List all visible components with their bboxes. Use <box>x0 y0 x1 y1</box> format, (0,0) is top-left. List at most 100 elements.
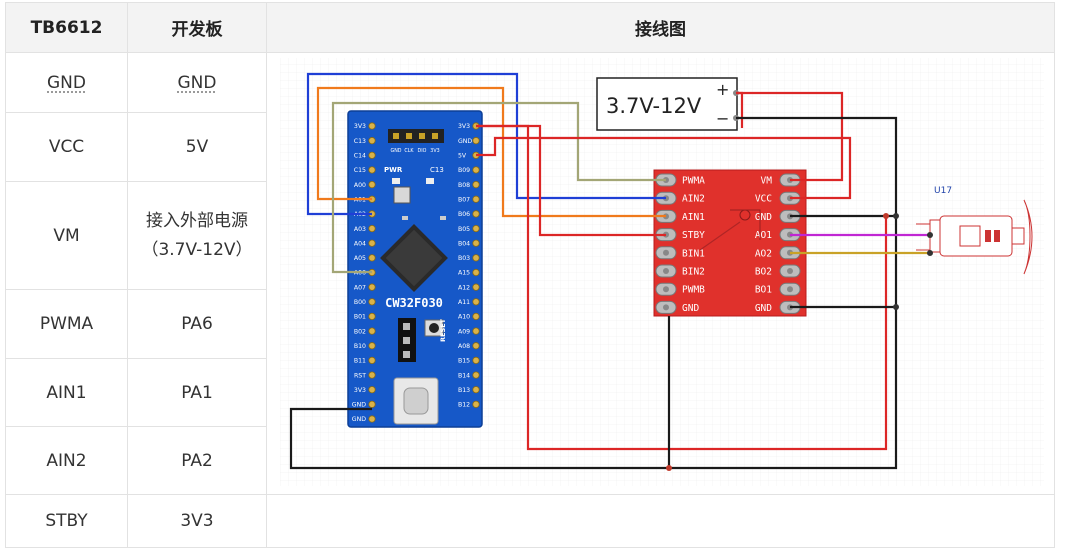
board-pin-label: A07 <box>354 284 366 291</box>
board-pin-right <box>472 386 480 394</box>
board-pin: GND <box>177 72 217 93</box>
board-pin-label: A03 <box>354 226 366 233</box>
board-pin-left <box>368 415 376 423</box>
header-board: 开发板 <box>127 2 267 53</box>
board-pin-label: A05 <box>354 255 366 262</box>
driver-pin-label: STBY <box>682 230 705 241</box>
board-pin-label: GND <box>352 402 366 409</box>
header-pin <box>432 133 438 139</box>
board-pin-left <box>368 181 376 189</box>
board-pin-label: 5V <box>458 153 467 160</box>
board-pin-label: RST <box>354 372 366 379</box>
board-pin-label: 3V3 <box>458 123 470 130</box>
driver-pin-label: BO2 <box>755 267 772 278</box>
board-pin-right <box>472 342 480 350</box>
board-pin-label: C14 <box>354 153 366 160</box>
reset-label: RESET <box>439 318 447 342</box>
junctions <box>666 213 933 471</box>
c13-label: C13 <box>430 166 444 174</box>
board-pin-label: B09 <box>458 167 470 174</box>
board-pin-left <box>368 224 376 233</box>
battery-label: 3.7V-12V <box>606 94 702 118</box>
tb-pin: STBY <box>5 494 128 548</box>
board-pin: PA6 <box>127 289 267 359</box>
board-pin-left <box>368 166 376 174</box>
wiring-diagram: 3V3C13C14C15A00A01A02A03A04A05A06A07B00B… <box>280 58 1044 486</box>
board-pin-label: A04 <box>354 240 366 247</box>
board-pin-left <box>368 342 376 350</box>
driver-pin-label: AO2 <box>755 248 772 259</box>
board-pin-label: A09 <box>458 328 470 335</box>
board-pin-label: B08 <box>458 182 470 189</box>
board-pin-right <box>472 298 480 306</box>
junction-dot <box>883 213 889 219</box>
board-pin-label: 3V3 <box>354 387 366 394</box>
table-row: AIN2 PA2 <box>5 426 1055 495</box>
battery-minus: − <box>716 109 729 128</box>
board-pin-label: A10 <box>458 314 470 321</box>
board-pin-right <box>472 224 480 233</box>
driver-pin-label: GND <box>755 303 772 314</box>
board-pin-left <box>368 371 376 379</box>
board-pin-label: A12 <box>458 284 470 291</box>
driver-pin-label: BO1 <box>755 285 772 296</box>
board-pin-line2: （3.7V-12V） <box>141 239 253 260</box>
header-pin-label: DIO <box>418 148 427 154</box>
board-pin: PA1 <box>127 358 267 427</box>
board-pin-left <box>368 298 376 306</box>
battery-plus: + <box>716 80 729 99</box>
board-pin-label: A11 <box>458 299 470 306</box>
table-row: AIN1 PA1 <box>5 358 1055 427</box>
driver-pin-label: GND <box>755 212 772 223</box>
table-row: VM 接入外部电源（3.7V-12V） <box>5 181 1055 290</box>
board-pin-label: B06 <box>458 211 470 218</box>
wire-ain2 <box>306 72 666 216</box>
board-pin-left <box>368 386 376 394</box>
crystal <box>393 186 411 204</box>
header-pin-label: CLK <box>404 148 414 154</box>
board-pin-right <box>472 166 480 174</box>
board-pin-label: B11 <box>354 358 366 365</box>
header-row: TB6612 开发板 接线图 <box>5 2 1055 53</box>
board-pin-left <box>368 254 376 262</box>
wire-ain1 <box>316 86 666 218</box>
board-pin-left <box>368 122 376 130</box>
board-pin-label: A06 <box>354 270 366 277</box>
board-pin-right <box>472 195 480 203</box>
board-pin-right <box>472 181 480 189</box>
board-pin-right <box>472 268 480 277</box>
led <box>392 178 400 184</box>
wire-pwma <box>331 101 666 274</box>
board-pin-label: GND <box>458 138 472 145</box>
driver-pin-label: PWMA <box>682 176 705 187</box>
driver-pin-label: VM <box>761 176 773 187</box>
wire-bat-plus <box>736 91 744 128</box>
board-pin-right <box>472 283 480 291</box>
header-pin <box>406 133 412 139</box>
header-wiring: 接线图 <box>266 2 1055 53</box>
header-pin <box>393 133 399 139</box>
board-pin-label: A00 <box>354 182 366 189</box>
board-pin-left <box>368 400 376 408</box>
driver-pin-label: BIN2 <box>682 267 705 278</box>
tb-pin: AIN1 <box>5 358 128 427</box>
board-pin: PA2 <box>127 426 267 495</box>
driver-pin-label: AO1 <box>755 230 772 241</box>
motor-label: U17 <box>934 186 952 196</box>
board-pin-label: B07 <box>458 196 470 203</box>
empty-cell <box>266 494 1055 548</box>
board-pin-label: B10 <box>354 343 366 350</box>
table-row: VCC 5V <box>5 112 1055 182</box>
board-pin-label: B00 <box>354 299 366 306</box>
mcu-chip <box>380 224 448 292</box>
wire-supply-loop <box>476 124 888 451</box>
driver-pin-label: AIN1 <box>682 212 705 223</box>
board-pin-right <box>472 239 480 247</box>
board-pin-right <box>472 356 480 364</box>
board-pin-label: B04 <box>458 240 470 247</box>
board-pin-label: B14 <box>458 372 470 379</box>
board-name: CW32F030 <box>385 296 443 310</box>
wire-5v-vcc <box>476 136 852 200</box>
board-pin-right <box>472 400 480 408</box>
